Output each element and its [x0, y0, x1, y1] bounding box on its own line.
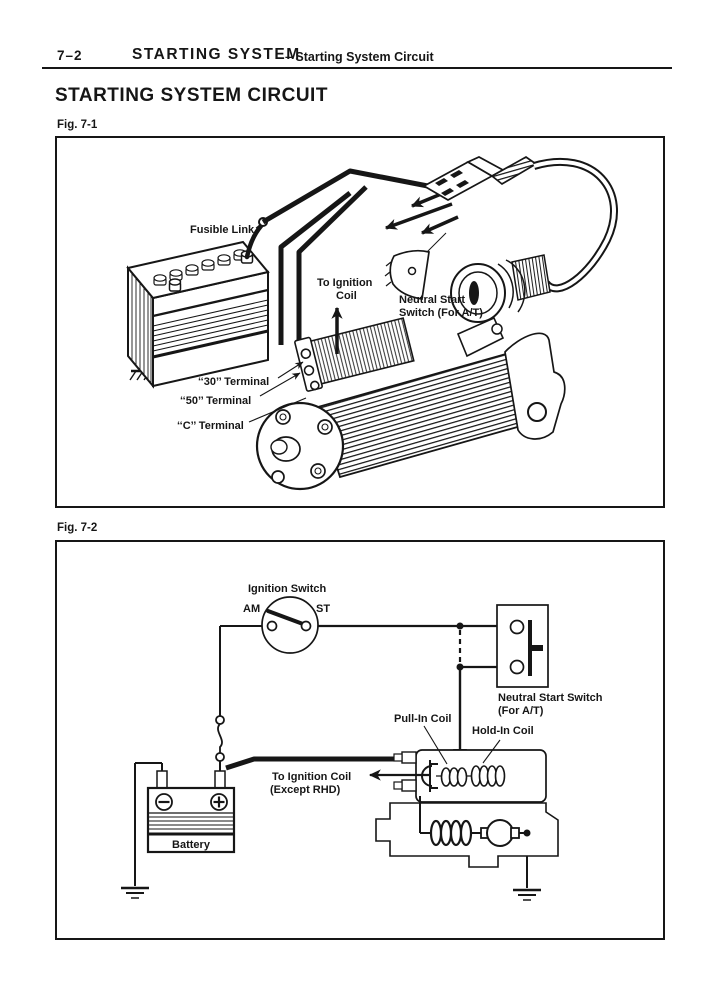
label-ignition-switch: Ignition Switch: [248, 583, 326, 595]
ignition-switch-symbol: [261, 596, 319, 654]
label-neutral-start-switch-2: Switch (For A/T): [399, 307, 483, 319]
label-fusible-link: Fusible Link: [190, 224, 255, 236]
page-title: STARTING SYSTEM CIRCUIT: [55, 85, 328, 106]
label-terminal-am: AM: [243, 603, 260, 615]
label-to-ignition-coil-2: Coil: [336, 290, 357, 302]
harness-connector-illustration: [422, 155, 538, 201]
section-subtitle: – Starting System Circuit: [285, 50, 434, 64]
label-to-ignition-coil-1: To Ignition Coil: [272, 771, 351, 783]
label-terminal-30: ‘‘30’’ Terminal: [198, 376, 269, 388]
fig-7-1-caption: Fig. 7-1: [57, 119, 98, 131]
junction-dot-upper: [456, 622, 464, 630]
label-battery: Battery: [172, 839, 211, 851]
fig-7-2-diagram: Ignition Switch AM ST Neutral Start Swit…: [121, 583, 603, 901]
label-to-ignition-coil-2: (Except RHD): [270, 784, 341, 796]
junction-dot-lower: [456, 663, 464, 671]
neutral-start-switch-symbol: [496, 604, 549, 688]
battery-symbol: [146, 770, 236, 854]
label-hold-in-coil: Hold-In Coil: [472, 725, 534, 737]
label-neutral-start-switch-1: Neutral Start Switch: [498, 692, 603, 704]
ground-symbol-battery: [121, 886, 149, 899]
label-neutral-start-switch-1: Neutral Start: [399, 294, 465, 306]
label-pull-in-coil: Pull-In Coil: [394, 713, 451, 725]
fig-7-2-frame: Ignition Switch AM ST Neutral Start Swit…: [55, 540, 665, 940]
fusible-link-and-harness: [244, 168, 459, 351]
label-to-ignition-coil-1: To Ignition: [317, 277, 373, 289]
fig-7-1-frame: Fusible Link To Ignition Coil Neutral St…: [55, 136, 665, 508]
starter-schematic: [375, 749, 559, 868]
harness-cable: [532, 157, 618, 293]
fig-7-1-diagram: Fusible Link To Ignition Coil Neutral St…: [126, 155, 618, 491]
coil-leader-lines: [423, 725, 501, 765]
ground-symbol-starter: [513, 888, 541, 901]
label-terminal-st: ST: [316, 603, 330, 615]
fusible-link-symbol: [215, 715, 225, 762]
starter-motor-illustration: [255, 316, 566, 491]
terminal-leader-lines: [248, 361, 307, 423]
ignition-key-cylinder-illustration: [450, 254, 551, 323]
fig-7-2-caption: Fig. 7-2: [57, 522, 98, 534]
circuit-wires: [134, 624, 528, 888]
battery-illustration: [126, 240, 270, 389]
label-terminal-c: ‘‘C’’ Terminal: [177, 420, 244, 432]
section-title: STARTING SYSTEM: [132, 46, 301, 63]
label-neutral-start-switch-2: (For A/T): [498, 705, 544, 717]
neutral-start-switch-illustration: [384, 232, 447, 300]
page-number: 7–2: [57, 48, 83, 63]
header-rule: [42, 67, 672, 69]
label-terminal-50: ‘‘50’’ Terminal: [180, 395, 251, 407]
